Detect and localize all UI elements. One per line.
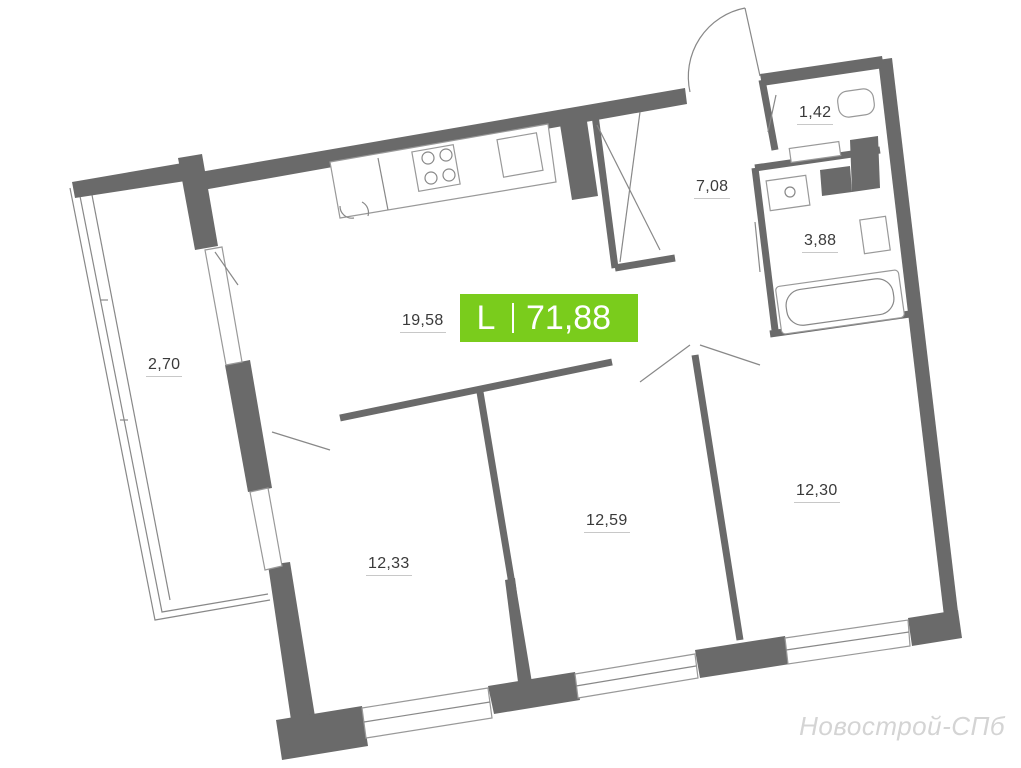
kitchen-fixtures — [329, 123, 557, 219]
area-hall: 7,08 — [694, 178, 731, 199]
doors — [214, 7, 777, 451]
apartment-area-badge: L 71,88 — [460, 294, 638, 342]
watermark: Новострой-СПб — [799, 711, 1005, 741]
hall-closet — [596, 111, 661, 263]
badge-divider — [512, 303, 514, 333]
area-loggia: 2,70 — [146, 356, 183, 377]
area-bedroom-left: 12,33 — [366, 555, 412, 576]
loggia-outline — [69, 185, 271, 621]
area-wc: 1,42 — [797, 104, 834, 125]
area-kitchen-living: 19,58 — [400, 312, 446, 333]
total-area-value: 71,88 — [526, 299, 612, 337]
apartment-type-label: L — [476, 299, 496, 337]
windows — [204, 246, 911, 739]
area-bedroom-middle: 12,59 — [584, 512, 630, 533]
bathroom-fixtures — [765, 88, 905, 335]
exterior-walls — [72, 56, 962, 760]
area-bedroom-right: 12,30 — [794, 482, 840, 503]
area-bathroom: 3,88 — [802, 232, 839, 253]
